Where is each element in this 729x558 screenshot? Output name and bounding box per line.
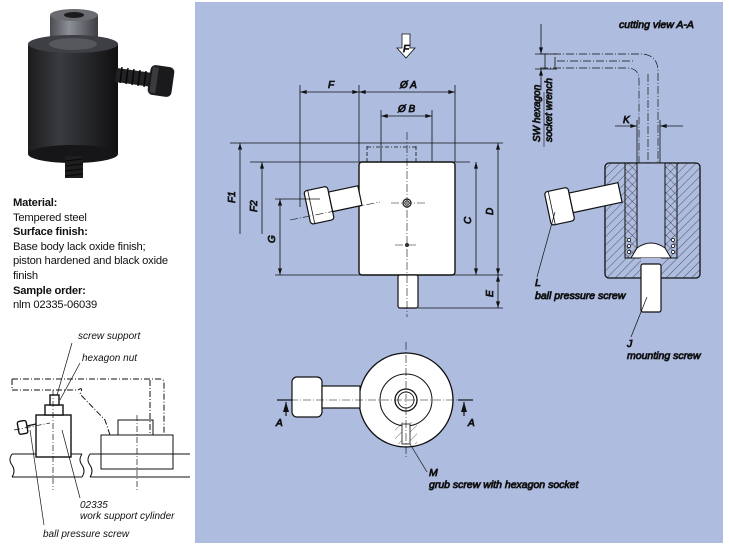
dim-C: C [463, 216, 474, 224]
label-mounting-screw: mounting screw [627, 350, 702, 362]
callout-hexagon-nut: hexagon nut [82, 353, 138, 364]
cylinder-body-photo [28, 9, 175, 178]
dim-G: G [267, 235, 278, 243]
material-value: Tempered steel [13, 211, 87, 224]
work-support-cylinder-sketch [16, 394, 72, 458]
dim-D: D [485, 208, 496, 215]
wrench-label-2: socket wrench [544, 78, 555, 142]
sample-order-value: nlm 02335-06039 [13, 299, 98, 312]
dim-F: F [328, 80, 335, 91]
label-J: J [626, 338, 633, 350]
label-ball-pressure-screw: ball pressure screw [535, 290, 627, 302]
dimension-lines [230, 85, 503, 309]
product-specifications: Material: Tempered steel Surface finish:… [13, 196, 193, 313]
force-arrow-icon [396, 33, 416, 59]
section-A-left: A [275, 418, 283, 429]
section-view-title: cutting view A-A [619, 19, 694, 31]
wrench-label-1: SW hexagon [532, 84, 543, 142]
dim-F2: F2 [249, 200, 260, 212]
top-view-centerlines [290, 342, 473, 457]
force-label: F [403, 44, 410, 55]
dim-K: K [623, 115, 631, 126]
front-view-body [303, 146, 456, 309]
surface-finish-value-2: piston hardened and black oxide finish [13, 255, 168, 282]
section-view-body [544, 162, 701, 313]
wrench-dimension [535, 24, 557, 90]
label-L: L [535, 277, 541, 289]
section-A-right: A [467, 418, 475, 429]
front-view-centerlines [289, 132, 425, 317]
leader-lines [29, 342, 81, 526]
material-label: Material: [13, 197, 58, 209]
application-sketch: screw support hexagon nut 02335 work sup… [0, 320, 195, 553]
dim-E: E [485, 290, 496, 297]
surface-finish-value: Base body lack oxide finish; [13, 240, 146, 253]
callout-screw-support: screw support [78, 331, 141, 342]
technical-drawing-panel: F [195, 2, 723, 543]
dim-diam-A: Ø A [399, 80, 417, 91]
product-photo [0, 0, 195, 190]
clamp-arm-outline [11, 378, 165, 436]
label-grub-screw: grub screw with hexagon socket [429, 479, 579, 491]
section-cut-markers [277, 399, 473, 416]
surface-finish-label: Surface finish: [13, 226, 88, 239]
callout-part-number: 02335 [80, 500, 108, 511]
centerlines [13, 390, 138, 490]
dim-F1: F1 [227, 191, 238, 203]
label-M: M [429, 467, 438, 479]
callout-ball-pressure-screw: ball pressure screw [43, 529, 130, 540]
sample-order-label: Sample order: [13, 284, 86, 297]
dim-diam-B: Ø B [397, 104, 416, 115]
callout-work-support-cylinder: work support cylinder [80, 511, 175, 522]
